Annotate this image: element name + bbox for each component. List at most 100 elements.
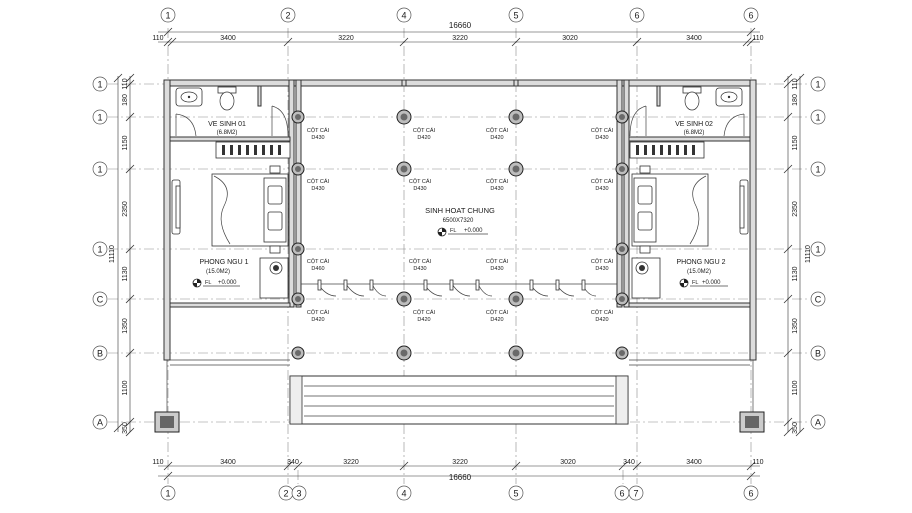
- dimension-text: 2350: [122, 201, 129, 217]
- column-size: D460: [311, 266, 324, 272]
- grid-bubble-label: 3: [296, 489, 301, 499]
- column-label: CỘT CÁI: [591, 127, 614, 134]
- column-size: D430: [595, 135, 608, 141]
- grid-bubble-label: 1: [97, 245, 102, 255]
- dimension-text: 180: [792, 94, 799, 106]
- column-size: D420: [490, 317, 503, 323]
- front-doors: [301, 279, 617, 297]
- bed-1-level: +0.000: [218, 280, 237, 286]
- bottom-dimensions: 110 3400 340 3220 3220 3020 340 3400 110…: [152, 459, 763, 482]
- column-label: CỘT CÁI: [409, 258, 432, 265]
- corner-pillars: [154, 411, 765, 433]
- living-room-name: SINH HOAT CHUNG: [425, 206, 495, 215]
- dimension-text: 3220: [338, 35, 354, 42]
- grid-bubble-label: 1: [97, 165, 102, 175]
- walls: [163, 79, 757, 412]
- column-size: D430: [413, 266, 426, 272]
- dimension-text: 1100: [122, 380, 129, 395]
- wc-01-fixtures: [175, 86, 291, 159]
- dimension-text: 350: [122, 422, 129, 434]
- right-dimensions: 110 180 1150 2350 1130 1350 1100 350 111…: [783, 73, 812, 437]
- grid-bubble-label: C: [97, 295, 104, 305]
- top-grid-bubbles: 1 2 4 5 6 6: [160, 7, 759, 23]
- column-size: D430: [311, 186, 324, 192]
- dimension-text: 1100: [792, 380, 799, 395]
- dimension-text: 350: [792, 422, 799, 434]
- column-size: D430: [595, 186, 608, 192]
- column-label: CỘT CÁI: [409, 178, 432, 185]
- bed-2-level: +0.000: [702, 280, 721, 286]
- left-dimensions: 11110 110 180 1150 2350 1130 1350 1100 3…: [109, 73, 135, 437]
- dimension-text: 11110: [805, 245, 812, 263]
- grid-bubble-label: 1: [97, 80, 102, 90]
- column-size: D430: [490, 186, 503, 192]
- grid-bubble-label: 1: [165, 11, 170, 21]
- side-grid-bubbles: 1 1 1 1 C B A 1 1 1 1 C B A: [92, 76, 826, 430]
- bed-2-level-prefix: FL: [692, 280, 698, 286]
- dimension-text: 1130: [122, 266, 129, 281]
- column-size: D430: [595, 266, 608, 272]
- column-size: D430: [490, 266, 503, 272]
- bed-1-level-prefix: FL: [205, 280, 211, 286]
- dimension-text: 16660: [449, 21, 472, 30]
- grid-bubble-label: C: [815, 295, 822, 305]
- dimension-text: 1130: [792, 266, 799, 281]
- grid-bubble-label: 4: [401, 489, 406, 499]
- dimension-text: 110: [152, 35, 163, 42]
- bed-2-furniture: [631, 165, 749, 299]
- grid-bubble-label: 1: [165, 489, 170, 499]
- dimension-text: 3220: [343, 459, 359, 466]
- grid-bubble-label: 6: [748, 489, 753, 499]
- living-room-size: 6500X7320: [443, 218, 474, 224]
- column-label: CỘT CÁI: [591, 309, 614, 316]
- column-size: D420: [490, 135, 503, 141]
- dimension-text: 110: [122, 78, 129, 89]
- dimension-text: 3020: [562, 35, 578, 42]
- dimension-text: 2350: [792, 201, 799, 217]
- dimension-text: 1150: [792, 135, 799, 150]
- level-marker-icon: [679, 278, 728, 288]
- bed-2-name: PHONG NGU 2: [676, 259, 725, 266]
- bottom-grid-bubbles: 1 2 3 4 5 6 7 6: [160, 485, 759, 501]
- column-label: CỘT CÁI: [591, 178, 614, 185]
- column-size: D430: [311, 135, 324, 141]
- dimension-text: 11110: [109, 245, 116, 263]
- dimension-text: 3400: [686, 35, 702, 42]
- dimension-text: 3020: [560, 459, 576, 466]
- wc-01-name: VE SINH 01: [208, 121, 246, 128]
- column-label: CỘT CÁI: [307, 127, 330, 134]
- dimension-text: 110: [792, 78, 799, 89]
- column-size: D420: [311, 317, 324, 323]
- dimension-text: 180: [122, 94, 129, 106]
- dimension-text: 110: [752, 35, 763, 42]
- dimension-text: 110: [752, 459, 763, 466]
- top-dimensions: 16660 110 3400 3220 3220 3020 3400 110: [152, 21, 764, 47]
- columns: [291, 109, 629, 361]
- column-label: CỘT CÁI: [413, 127, 436, 134]
- grid-bubble-label: 5: [513, 11, 518, 21]
- wc-02-area: (6.8M2): [684, 130, 705, 136]
- column-size: D420: [595, 317, 608, 323]
- column-label: CỘT CÁI: [307, 258, 330, 265]
- column-label: CỘT CÁI: [413, 309, 436, 316]
- column-label: CỘT CÁI: [307, 309, 330, 316]
- living-level-prefix: FL: [450, 228, 456, 234]
- dimension-text: 1150: [122, 135, 129, 150]
- column-size: D420: [417, 317, 430, 323]
- grid-bubble-label: 5: [513, 489, 518, 499]
- grid-bubble-label: 6: [748, 11, 753, 21]
- grid-bubble-label: 1: [815, 113, 820, 123]
- grid-bubble-label: 1: [815, 165, 820, 175]
- column-label: CỘT CÁI: [486, 127, 509, 134]
- level-marker-icon: [192, 278, 240, 288]
- living-level: +0.000: [464, 228, 483, 234]
- wc-02-fixtures: [629, 86, 745, 159]
- dimension-text: 110: [152, 459, 163, 466]
- grid-bubble-label: 1: [815, 245, 820, 255]
- front-stairs: [289, 375, 629, 425]
- dimension-text: 3220: [452, 35, 468, 42]
- grid-bubble-label: 2: [283, 489, 288, 499]
- bed-1-furniture: [171, 165, 289, 299]
- grid-bubble-label: A: [97, 418, 103, 428]
